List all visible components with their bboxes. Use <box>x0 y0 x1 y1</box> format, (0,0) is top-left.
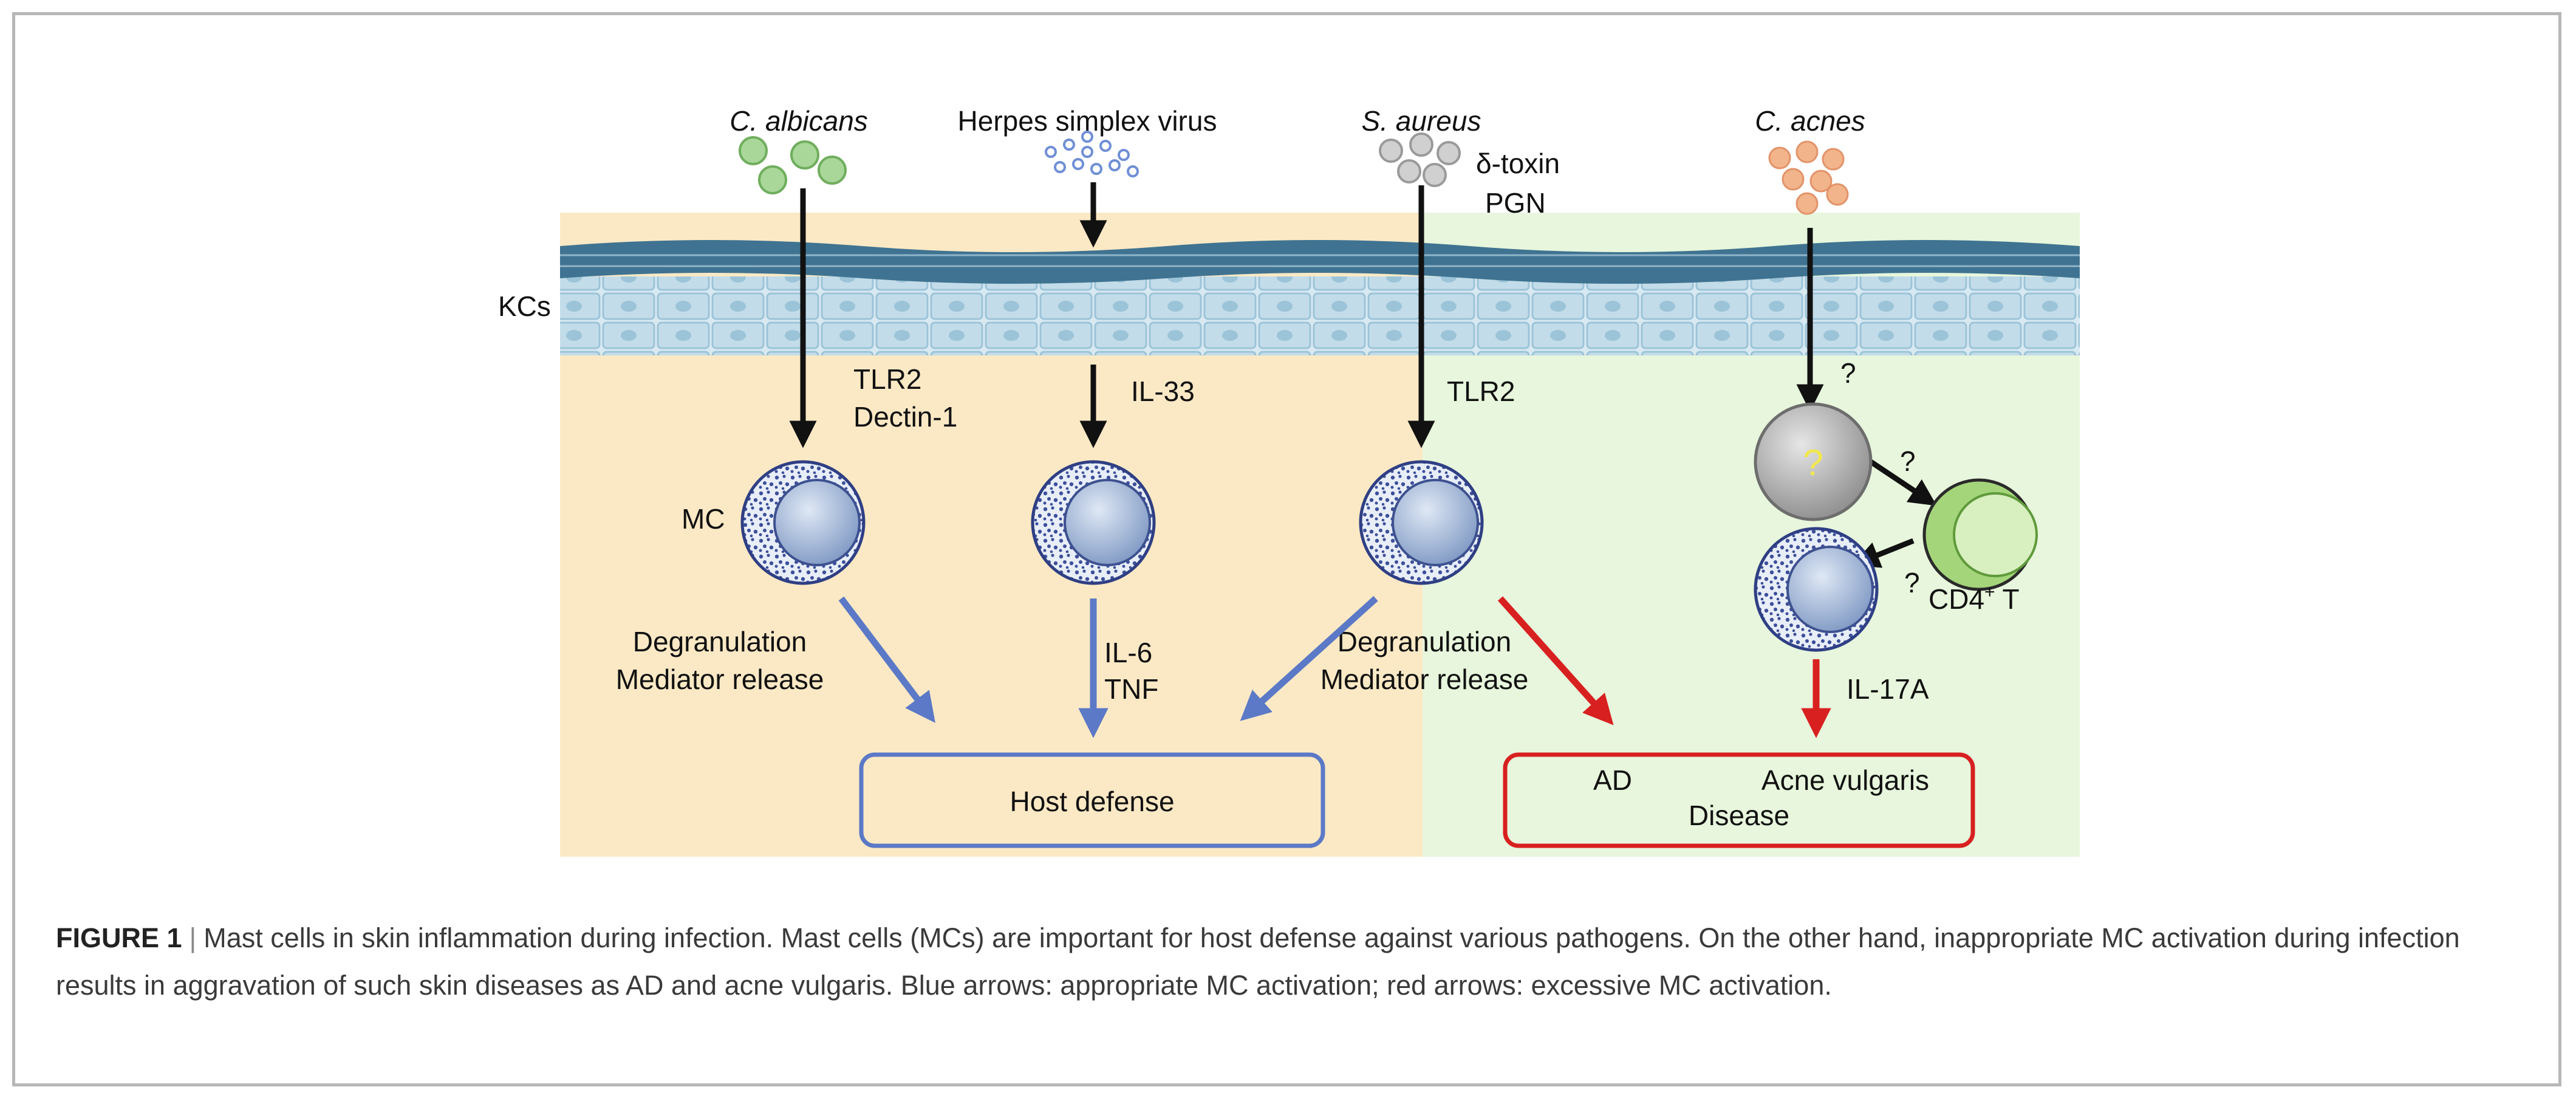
caption-separator: | <box>189 922 197 953</box>
c-albicans-cells <box>739 136 847 194</box>
c-acnes-cells <box>1768 140 1849 215</box>
dectin1-label: Dectin-1 <box>853 401 957 433</box>
host-defense-text: Host defense <box>1010 786 1174 817</box>
pgn-label: PGN <box>1485 187 1546 219</box>
cd4-t-label: CD4+ T <box>1929 582 2020 615</box>
mediator-release-label-2: Mediator release <box>1320 664 1529 695</box>
blue-arrow-3 <box>1240 595 1378 721</box>
arrow-cd4-to-mc <box>1852 538 1915 568</box>
mast-cell-1 <box>740 460 866 585</box>
il17a-label: IL-17A <box>1847 673 1929 705</box>
il6-label: IL-6 <box>1104 637 1152 668</box>
tlr2-label-2: TLR2 <box>1447 376 1515 407</box>
question-mark-2: ? <box>1900 445 1916 477</box>
stratum-corneum <box>560 240 2080 284</box>
tlr2-label-1: TLR2 <box>853 363 921 395</box>
s-aureus-cells <box>1379 132 1461 187</box>
degranulation-label-2: Degranulation <box>1338 626 1511 657</box>
disease-text: Disease <box>1689 800 1789 831</box>
keratinocyte-layer <box>560 276 2080 355</box>
unknown-cell: ? <box>1754 402 1873 521</box>
kcs-label: KCs <box>498 290 551 322</box>
blue-arrow-1 <box>838 596 935 723</box>
question-mark-3: ? <box>1904 567 1920 599</box>
mast-cell-4 <box>1754 527 1879 652</box>
ad-text: AD <box>1593 764 1632 796</box>
mc-label: MC <box>682 503 725 535</box>
question-mark-1: ? <box>1840 357 1856 389</box>
acne-vulgaris-text: Acne vulgaris <box>1761 764 1929 796</box>
hsv-particles <box>1045 131 1139 177</box>
mediator-release-label-1: Mediator release <box>616 664 824 695</box>
c-acnes-label: C. acnes <box>1755 105 1865 137</box>
mast-cell-diagram: KCs C. albicans Herpes simplex virus S. … <box>498 105 2080 857</box>
degranulation-label-1: Degranulation <box>633 626 807 657</box>
cd4-t-cell <box>1922 478 2038 591</box>
tnf-label: TNF <box>1104 673 1158 705</box>
disease-box <box>1503 752 1975 848</box>
red-arrow-1 <box>1497 596 1614 725</box>
host-defense-box <box>859 752 1325 848</box>
figure-caption: FIGURE 1|Mast cells in skin inflammation… <box>56 914 2510 1009</box>
figure-number: FIGURE 1 <box>56 922 182 953</box>
delta-toxin-label: δ-toxin <box>1476 148 1560 179</box>
unknown-cell-question: ? <box>1803 442 1823 483</box>
il33-label: IL-33 <box>1131 376 1195 407</box>
arrow-grey-to-cd4 <box>1869 459 1937 506</box>
caption-text: Mast cells in skin inflammation during i… <box>56 922 2460 1001</box>
s-aureus-label: S. aureus <box>1362 105 1481 137</box>
mast-cell-2 <box>1031 460 1156 585</box>
c-albicans-label: C. albicans <box>729 105 868 137</box>
mast-cell-3 <box>1359 460 1484 585</box>
stratum-corneum-lines <box>560 254 2080 267</box>
